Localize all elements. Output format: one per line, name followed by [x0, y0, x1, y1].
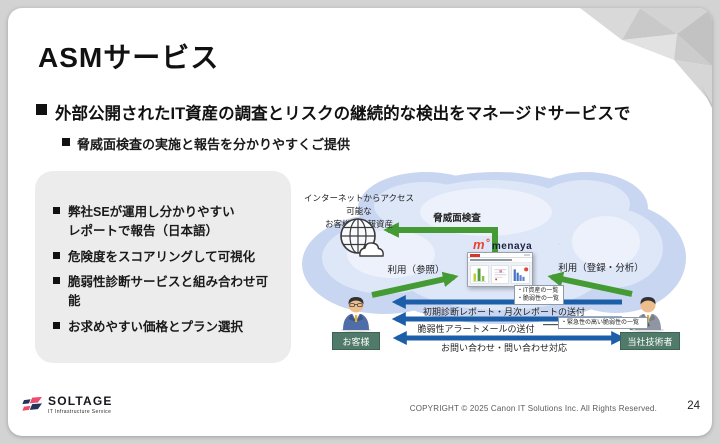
customer-label: お客様 [332, 332, 380, 350]
feature-item-text: 弊社SEが運用し分かりやすい レポートで報告（日本語） [68, 205, 235, 238]
use-register-label: 利用（登録・分析） [558, 263, 644, 274]
bullet-square-icon [53, 321, 60, 329]
dashboard-header [468, 253, 532, 259]
sub-bullet: 脅威面検査の実施と報告を分かりやすくご提供 [62, 134, 662, 153]
feature-box: 弊社SEが運用し分かりやすい レポートで報告（日本語） 危険度をスコアリングして… [35, 171, 291, 363]
menaya-logo-text: menaya [491, 241, 533, 252]
feature-item-text: お求めやすい価格とプラン選択 [68, 319, 244, 334]
main-bullet: 外部公開されたIT資産の調査とリスクの継続的な検出をマネージドサービスで [36, 100, 686, 124]
bullet-square-icon [53, 277, 60, 285]
soltage-logo: SOLTAGE IT Infrastructure Service [22, 395, 113, 415]
callout-asset-line2: ・脆弱性の一覧 [517, 296, 560, 303]
feature-item: 弊社SEが運用し分かりやすい レポートで報告（日本語） [53, 203, 279, 241]
threat-scan-arrow [383, 222, 498, 254]
callout-urgent-vulns: ・緊急性の高い脆弱性の一覧 [558, 317, 648, 330]
dashboard-logo-icon [470, 253, 480, 257]
dashboard-navbar [468, 258, 532, 264]
alert-flow-label: 脆弱性アラートメールの送付 [417, 324, 535, 334]
menaya-logo-mark: m˚ [473, 237, 490, 252]
bullet-square-icon [53, 207, 60, 214]
bullet-square-icon [36, 104, 47, 115]
dashboard-body [468, 263, 532, 286]
bullet-square-icon [62, 138, 70, 146]
internet-assets-line1: インターネットからアクセス可能な [303, 193, 415, 217]
brand-name: SOLTAGE [48, 394, 113, 408]
bullet-square-icon [53, 251, 60, 259]
copyright-text: COPYRIGHT © 2025 Canon IT Solutions Inc.… [409, 404, 657, 413]
service-diagram: インターネットからアクセス可能な お客様の情報資産 脅威面検査 利用（参照） 利… [296, 166, 690, 360]
feature-item: 危険度をスコアリングして可視化 [53, 248, 279, 267]
main-bullet-text: 外部公開されたIT資産の調査とリスクの継続的な検出をマネージドサービスで [55, 105, 631, 123]
dashboard-menu-icon [524, 254, 530, 257]
customer-icon [341, 297, 371, 332]
menaya-dashboard-screenshot [467, 252, 533, 287]
feature-item: お求めやすい価格とプラン選択 [53, 318, 279, 337]
callout-asset-line1: ・IT資産の一覧 [517, 288, 559, 294]
use-reference-label: 利用（参照） [387, 265, 445, 276]
soltage-logo-text: SOLTAGE IT Infrastructure Service [48, 395, 113, 415]
callout-leader-line [543, 324, 559, 326]
dashboard-pareto-panel [511, 265, 531, 284]
engineer-label: 当社技術者 [620, 332, 680, 350]
dashboard-nav-text [470, 259, 512, 262]
feature-item-text: 危険度をスコアリングして可視化 [68, 249, 256, 264]
page-title: ASMサービス [38, 42, 220, 73]
feature-item-text: 脆弱性診断サービスと組み合わせ可能 [68, 275, 269, 308]
menaya-logo: m˚menaya [473, 237, 532, 252]
globe-icon [340, 218, 384, 257]
soltage-logo-mark [22, 396, 42, 411]
slide: ASMサービス 外部公開されたIT資産の調査とリスクの継続的な検出をマネージドサ… [8, 8, 712, 436]
use-reference-arrow [371, 271, 459, 298]
report-flow-label: 初期診断レポート・月次レポートの送付 [422, 307, 585, 317]
small-cloud-icon [359, 242, 384, 257]
sub-bullet-text: 脅威面検査の実施と報告を分かりやすくご提供 [77, 137, 351, 152]
feature-item: 脆弱性診断サービスと組み合わせ可能 [53, 273, 279, 311]
dashboard-list-panel [490, 265, 510, 284]
use-register-arrow [547, 271, 633, 297]
brand-tagline: IT Infrastructure Service [48, 408, 112, 415]
contact-flow-label: お問い合わせ・問い合わせ対応 [440, 343, 567, 353]
page-number: 24 [687, 400, 700, 412]
callout-asset-list: ・IT資産の一覧 ・脆弱性の一覧 [514, 285, 564, 306]
threat-scan-label: 脅威面検査 [433, 213, 481, 224]
corner-decoration [580, 8, 712, 108]
dashboard-bar-chart-panel [470, 265, 489, 284]
